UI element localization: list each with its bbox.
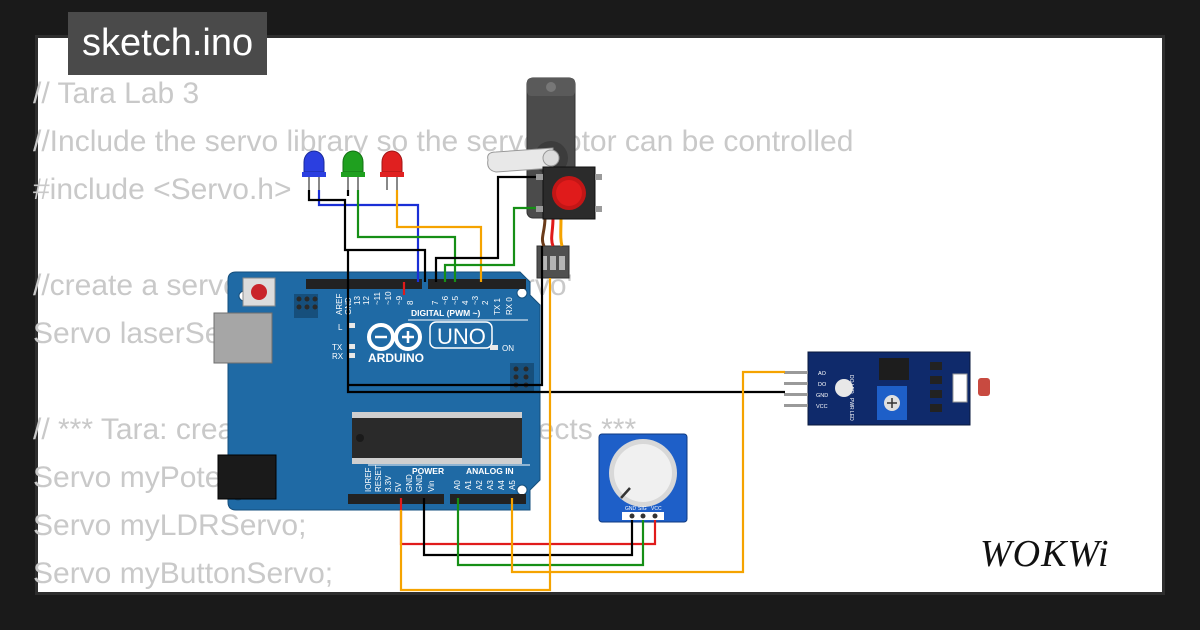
pin-label-a3: A3 [486, 480, 495, 490]
pin-label-a5: A5 [508, 480, 517, 490]
pin-label-a1: A1 [464, 480, 473, 490]
ldr-pin-labels: AO DO GND VCC [816, 371, 828, 410]
arduino-logo-icon [367, 323, 422, 351]
pin-label-4: 4 [461, 300, 470, 305]
code-line: Servo myButtonServo; [33, 557, 334, 590]
atmega-chip [352, 412, 522, 464]
led-red[interactable] [380, 150, 404, 192]
power-header [348, 494, 444, 504]
ldr-pin-ao: AO [818, 371, 827, 377]
pin-label-3v3: 3.3V [384, 475, 393, 492]
pin-label-12: 12 [362, 296, 371, 305]
potentiometer[interactable]: GND SIG VCC [598, 433, 688, 523]
tx-led-label: TX [332, 343, 343, 352]
code-line: #include <Servo.h> [33, 173, 292, 206]
usb-port [213, 312, 273, 364]
ldr-sensor-module[interactable]: AO DO GND VCC DO LED PWR LED [784, 351, 990, 426]
pin-label-5: ~5 [451, 295, 460, 305]
pin-label-a2: A2 [475, 480, 484, 490]
pot-pin-gnd: GND [625, 506, 637, 512]
pin-label-11: ~11 [373, 291, 382, 305]
wires [307, 175, 785, 592]
power-jack [217, 454, 277, 500]
wokwi-logo-text: WOKWi [980, 533, 1110, 575]
ldr-pin-do: DO [818, 382, 827, 388]
pin-label-8: 8 [406, 300, 415, 305]
pushbutton[interactable] [536, 166, 602, 220]
on-led-label: ON [502, 344, 514, 353]
analog-header [450, 494, 526, 504]
pin-label-a4: A4 [497, 480, 506, 490]
ldr-pwr-led-label: PWR LED [848, 398, 854, 421]
file-tab[interactable]: sketch.ino [68, 12, 268, 75]
code-line: // Tara Lab 3 [33, 77, 200, 110]
power-pin-labels: IOREF RESET 3.3V 5V GND GND Vin [364, 465, 436, 492]
code-line: Servo myLDRServo; [33, 509, 307, 542]
pin-label-gnd2: GND [415, 474, 424, 492]
pin-label-gnd1: GND [405, 474, 414, 492]
pin-label-2: 2 [481, 300, 490, 305]
pin-label-5v: 5V [394, 482, 403, 492]
ldr-pin-vcc: VCC [816, 404, 828, 410]
pin-label-reset: RESET [374, 465, 383, 492]
led-green[interactable] [341, 150, 365, 192]
digital-header-label: DIGITAL (PWM ~) [411, 308, 481, 318]
pin-label-10: ~10 [384, 291, 393, 305]
pin-label-tx: TX 1 [493, 298, 502, 315]
icsp-header-right [510, 363, 534, 391]
pin-label-13: 13 [353, 296, 362, 305]
pin-label-7: 7 [431, 300, 440, 305]
pin-label-6: ~6 [441, 295, 450, 305]
pin-label-ioref: IOREF [364, 467, 373, 492]
reset-button[interactable] [242, 277, 276, 307]
power-header-label: POWER [412, 466, 444, 476]
analog-header-label: ANALOG IN [466, 466, 514, 476]
board-brand-label: ARDUINO [368, 351, 424, 365]
pin-label-3: ~3 [471, 295, 480, 305]
analog-pin-labels: A0 A1 A2 A3 A4 A5 [453, 480, 517, 490]
rx-led-label: RX [332, 352, 344, 361]
pot-pin-sig: SIG [638, 506, 647, 512]
pin-label-vin: Vin [427, 481, 436, 492]
led-blue[interactable] [302, 150, 326, 192]
l-led-label: L [338, 323, 343, 332]
pin-label-rx: RX 0 [505, 297, 514, 315]
wokwi-logo: WOKWi [980, 533, 1110, 575]
pot-pin-vcc: VCC [651, 506, 662, 512]
digital-header [306, 279, 526, 289]
pin-label-aref: AREF [335, 294, 344, 315]
icsp-header-top [294, 294, 318, 318]
pot-pin-labels: GND SIG VCC [625, 506, 662, 512]
ldr-pin-gnd: GND [816, 393, 828, 399]
pin-label-9: ~9 [395, 295, 404, 305]
pin-label-a0: A0 [453, 480, 462, 490]
board-model-label: UNO [437, 324, 486, 349]
